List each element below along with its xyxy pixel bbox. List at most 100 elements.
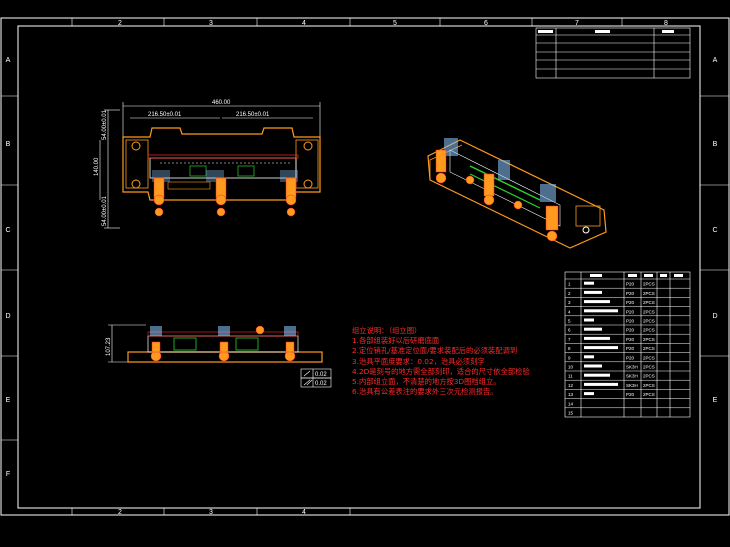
revision-table [535,27,691,79]
bom-quantity: 2PCS [643,392,655,397]
bom-part-name [584,290,602,294]
bom-quantity: 2PCS [643,319,655,324]
zone-ticks-bottom [71,508,351,515]
bom-item-number: 4 [568,309,571,314]
bom-quantity: 2PCS [643,291,655,296]
zone-col-2: 2 [118,20,122,27]
dim-overall-width: 460.00 [212,100,231,106]
bom-quantity: 2PCS [643,355,655,360]
zone-col-4: 4 [302,20,306,27]
bom-part-name [584,309,618,313]
bom-material: P20 [626,337,635,342]
zone-ticks-sides [1,95,729,441]
isometric-view [427,138,607,249]
dim-upper-offset: 54.00±0.01 [102,109,108,140]
zone-col-8: 8 [664,20,668,27]
bom-part-name [584,336,610,340]
bom-item-number: 13 [568,392,574,397]
bom-material: SK3H [626,365,638,370]
bom-part-name [584,327,602,331]
bom-material: P20 [626,355,635,360]
bom-item-number: 8 [568,346,571,351]
note-line-5: 5.内部组立面，不清楚的地方按3D图档组立。 [352,376,501,386]
dim-side-height: 107.23 [106,337,112,356]
bom-part-name [584,355,594,359]
bom-item-number: 3 [568,300,571,305]
outer-frame [0,17,730,516]
bom-table [564,271,691,418]
bom-quantity: 2PCS [643,337,655,342]
dim-lower-offset: 54.00±0.01 [102,195,108,226]
notes-title: 组立说明：（组立图） [352,326,422,335]
inner-frame [17,25,701,509]
bom-quantity: 2PCS [643,282,655,287]
bom-item-number: 12 [568,383,574,388]
zone-row-d-right: D [712,313,717,320]
bom-item-number: 6 [568,328,571,333]
bom-quantity: 2PCS [643,328,655,333]
zone-col-7: 7 [575,20,579,27]
front-view [108,324,332,388]
zone-row-f: F [6,471,10,478]
bom-material: P20 [626,319,635,324]
bom-quantity: 2PCS [643,309,655,314]
zone-row-c: C [5,227,10,234]
bom-part-name [584,392,594,396]
bom-quantity: 2PCS [643,346,655,351]
bom-quantity: 2PCS [643,365,655,370]
note-line-1: 1.各部组装好以后研磨底面 [352,336,440,346]
bom-material: P20 [626,392,635,397]
flatness-value-1: 0.02 [315,372,327,378]
zone-col-3-bottom: 3 [209,509,213,516]
bom-material: P20 [626,346,635,351]
assembly-notes: 组立说明：（组立图） 1.各部组装好以后研磨底面 2.定位销孔/基准定位面/要求… [352,326,530,397]
zone-col-5: 5 [393,20,397,27]
bom-part-name [584,300,610,304]
zone-row-b-right: B [713,141,718,148]
bom-part-name [584,281,594,285]
bom-part-name [584,346,618,350]
zone-row-c-right: C [712,227,717,234]
zone-col-6: 6 [484,20,488,27]
zone-row-d: D [5,313,10,320]
zone-ticks-top [71,18,623,26]
top-view [99,102,321,229]
zone-col-3: 3 [209,20,213,27]
bom-item-number: 9 [568,355,571,360]
bom-item-number: 2 [568,291,571,296]
note-line-4: 4.2D是刻号的地方需全部刻印，适合的尺寸依全部检验 [352,366,530,376]
bom-item-number: 15 [568,411,574,416]
bom-material: P20 [626,328,635,333]
bom-quantity: 2PCS [643,374,655,379]
bom-quantity: 2PCS [643,383,655,388]
zone-row-a: A [6,57,11,64]
dim-half-width-left: 216.50±0.01 [148,112,182,118]
bom-item-number: 10 [568,365,574,370]
zone-row-e: E [6,397,11,404]
bom-item-number: 11 [568,374,573,379]
dim-half-width-right: 216.50±0.01 [236,112,270,118]
bom-part-name [584,318,594,322]
bom-part-name [584,364,602,368]
bom-item-number: 1 [568,282,571,287]
note-line-2: 2.定位销孔/基准定位面/要求装配后的必须装配调到 [352,346,518,356]
bom-item-number: 14 [568,401,574,406]
dim-height-140: 140.00 [94,157,100,176]
zone-row-e-right: E [713,397,718,404]
bom-item-number: 5 [568,319,571,324]
zone-row-b: B [6,141,11,148]
bom-material: P20 [626,282,635,287]
bom-part-name [584,382,618,386]
zone-col-4-bottom: 4 [302,509,306,516]
note-line-6: 6.治具有公差表注的要求外三次元检测报告。 [352,387,498,397]
bom-material: P20 [626,291,635,296]
zone-row-a-right: A [713,57,718,64]
note-line-3: 3.治具平面度要求：0.02，治具必须刻字 [352,356,485,366]
bom-material: SK3H [626,383,638,388]
bom-item-number: 7 [568,337,571,342]
bom-quantity: 2PCS [643,300,655,305]
bom-part-name [584,373,610,377]
zone-col-2-bottom: 2 [118,509,122,516]
